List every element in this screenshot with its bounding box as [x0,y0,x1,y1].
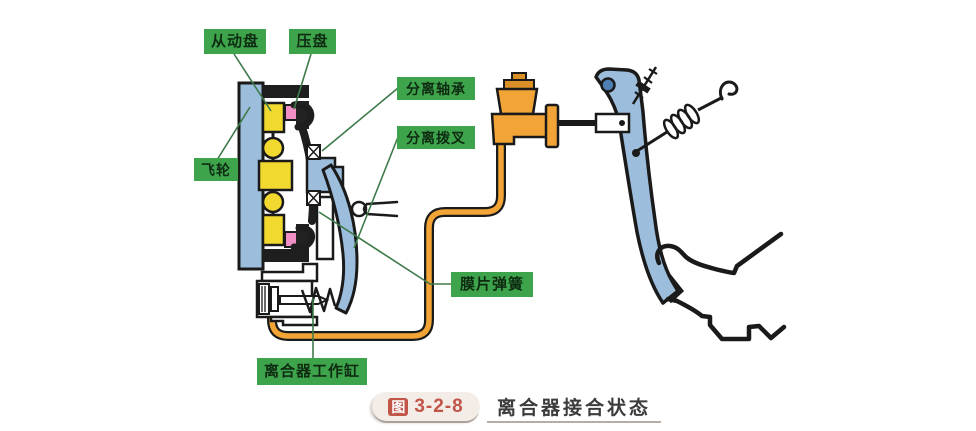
pushrod-clevis [594,112,631,134]
master-flange [544,103,560,149]
bearing-section-top [306,144,321,160]
master-body [490,112,551,146]
figure-title-underline [487,421,661,423]
label-flywheel: 飞轮 [194,158,238,181]
friction-pad-top [261,101,286,134]
cover-hook-bottom [290,224,315,251]
leader-release-bearing [321,87,399,152]
driven-plate [257,101,298,248]
figure-title: 离合器接合状态 [497,397,652,419]
label-driven-plate: 从动盘 [204,29,266,54]
reservoir-cap [503,79,535,90]
figure-number-badge: 图 3-2-8 [372,392,480,421]
adjustment-bolt [631,66,658,105]
master-cylinder [490,72,560,149]
foot-outline [655,231,787,342]
label-release-bearing: 分离轴承 [397,77,475,100]
torsion-spring-bottom [261,190,285,214]
pipe-fill [269,140,504,339]
fluid-reservoir [495,87,539,116]
foot-sole-line [665,296,787,342]
bolt-nut [635,80,651,94]
slave-bracket-top [260,262,319,283]
slave-piston [258,283,279,315]
disc-hub-block [257,159,294,192]
clutch-pedal-arm [594,67,680,305]
slave-bracket-bottom [269,315,319,327]
bearing-section-bottom [306,190,321,206]
friction-pad-bottom [261,213,286,247]
slave-pushrod [279,295,330,305]
clutch-slave-cylinder [255,262,337,327]
pedal-pushrod [557,112,631,134]
clutch-assembly [237,81,399,315]
cover-band-top [262,85,309,98]
figure-badge-number: 3-2-8 [414,395,464,417]
clutch-pedal-assembly [557,66,739,305]
label-slave-cylinder: 离合器工作缸 [257,358,367,385]
clevis-pin [619,120,625,126]
cover-band-bottom [262,249,309,262]
leader-pressure-plate [293,53,312,110]
return-spring [632,80,739,157]
hydraulic-pipe [267,140,506,341]
leader-driven-plate [233,53,272,112]
leader-release-fork [353,136,399,249]
figure-badge-prefix: 图 [388,397,409,416]
torsion-spring-top [261,136,285,160]
leader-lines [216,53,451,358]
label-release-fork: 分离拨叉 [397,126,475,149]
slave-spring [300,286,337,314]
leader-flywheel [216,106,251,161]
fork-pivot [350,200,399,218]
leader-diaphragm-spring [318,211,451,285]
spring-hook [718,80,739,101]
label-diaphragm-spring: 膜片弹簧 [451,272,533,297]
label-pressure-plate: 压盘 [289,29,336,54]
figure-caption: 图 3-2-8 离合器接合状态 [0,388,976,428]
release-fork [321,163,359,315]
bearing-sleeve [315,195,335,261]
pedal-pivot-hole [600,77,616,93]
foot-top-line [655,231,784,276]
